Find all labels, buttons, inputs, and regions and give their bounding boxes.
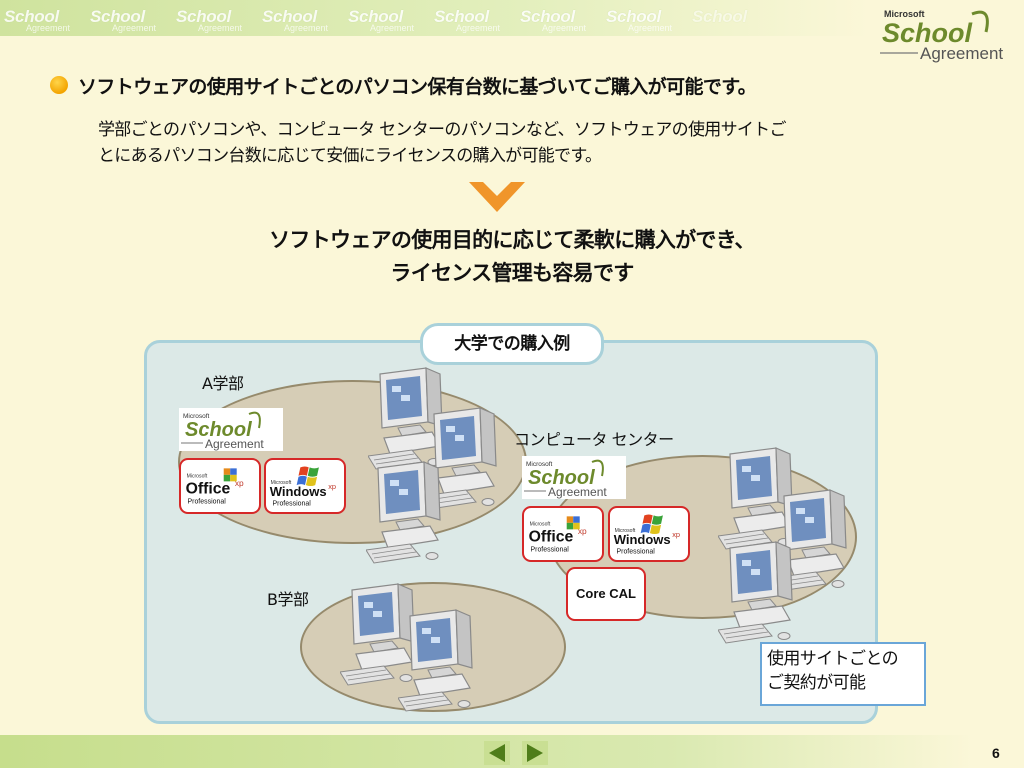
logo-microsoft-text: Microsoft [530,522,551,528]
banner-subword: Agreement [284,23,329,33]
diagram-title: 大学での購入例 [420,323,604,365]
professional-text: Professional [188,499,227,506]
office-logo-icon [223,468,237,482]
windows-xp-card: Microsoft Windows xp Professional [608,506,690,562]
group-label-faculty-b: B学部 [267,590,309,609]
bullet-dot-icon [50,76,68,94]
group-label-faculty-a: A学部 [202,374,244,393]
office-xp-sup: xp [235,478,244,488]
office-xp-sup: xp [578,526,587,536]
banner-subword: Agreement [198,23,243,33]
site-contract-note: 使用サイトごとの ご契約が可能 [760,642,926,706]
banner-logo-tile: School [688,2,772,36]
banner-subword: Agreement [628,23,673,33]
windows-wordmark: Windows [270,484,327,499]
windows-xp-sup: xp [328,482,336,491]
windows-xp-sup: xp [672,530,680,539]
banner-word: School [692,7,747,26]
page-number: 6 [992,745,1000,761]
description-line: とにあるパソコン台数に応じて安価にライセンスの購入が可能です。 [98,146,602,167]
conclusion-line: ライセンス管理も容易です [390,261,634,286]
banner-subword: Agreement [542,23,587,33]
banner-word: School [4,7,59,26]
banner-word: School [348,7,403,26]
banner-word: School [434,7,489,26]
conclusion-line: ソフトウェアの使用目的に応じて柔軟に購入ができ、 [269,228,755,252]
school-agreement-logo: Microsoft School Agreement [179,408,283,451]
banner-word: School [606,7,661,26]
chevron-down-icon [469,182,525,212]
windows-flag-icon [296,466,319,486]
banner-word: School [90,7,145,26]
professional-text: Professional [617,549,656,556]
next-arrow-icon[interactable] [522,741,548,765]
logo-microsoft-text: Microsoft [183,413,210,420]
windows-xp-card: Microsoft Windows xp Professional [264,458,346,514]
description: 学部ごとのパソコンや、コンピュータ センターのパソコンなど、ソフトウェアの使用サ… [98,117,948,170]
professional-text: Professional [531,547,570,554]
core-cal-card: Core CAL [566,567,646,621]
prev-arrow-icon[interactable] [484,741,510,765]
banner-subword: Agreement [112,23,157,33]
windows-wordmark: Windows [614,532,671,547]
conclusion: ソフトウェアの使用目的に応じて柔軟に購入ができ、 ライセンス管理も容易です [0,224,1024,290]
logo-microsoft-text: Microsoft [526,461,553,468]
office-logo-icon [566,516,580,530]
banner-word: School [520,7,575,26]
note-line: ご契約が可能 [767,672,866,693]
school-agreement-logo: Microsoft School Agreement [522,456,626,499]
logo-agreement-text: Agreement [920,44,1003,63]
footer-bar [0,735,1024,768]
logo-school-text: School [528,467,595,489]
office-wordmark: Office [529,528,574,545]
logo-school-text: School [882,18,973,48]
banner-word: School [262,7,317,26]
computer-icon [718,541,793,644]
logo-microsoft-text: Microsoft [615,528,636,534]
logo-agreement-text: Agreement [205,437,264,451]
banner-subword: Agreement [456,23,501,33]
logo-agreement-text: Agreement [548,485,607,499]
logo-microsoft-text: Microsoft [271,480,292,486]
computer-icon [366,461,441,564]
logo-microsoft-text: Microsoft [884,9,925,19]
office-wordmark: Office [186,480,231,497]
professional-text: Professional [273,501,312,508]
computer-icon [398,609,473,712]
banner-subword: Agreement [26,23,71,33]
group-label-computer-center: コンピュータ センター [514,430,674,449]
office-xp-card: Microsoft Office xp Professional [522,506,604,562]
office-xp-card: Microsoft Office xp Professional [179,458,261,514]
windows-flag-icon [640,514,663,534]
note-line: 使用サイトごとの [767,649,899,669]
banner-word: School [176,7,231,26]
logo-microsoft-text: Microsoft [187,474,208,480]
description-line: 学部ごとのパソコンや、コンピュータ センターのパソコンなど、ソフトウェアの使用サ… [98,120,786,140]
banner-subword: Agreement [370,23,415,33]
page-heading: ソフトウェアの使用サイトごとのパソコン保有台数に基づいてご購入が可能です。 [78,76,757,98]
school-agreement-logo: Microsoft School Agreement [880,9,1003,63]
logo-school-text: School [185,419,252,441]
